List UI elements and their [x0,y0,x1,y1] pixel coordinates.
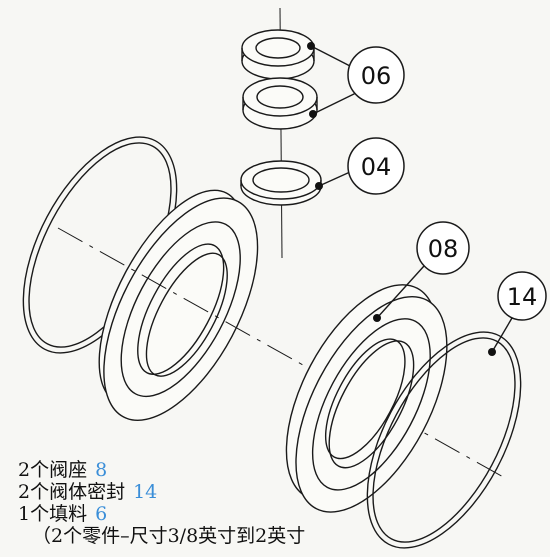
leader-08 [376,265,425,319]
leader-dot [315,182,323,190]
legend-text: 1个填料 [18,503,88,525]
callout-08-label: 08 [428,235,459,263]
leader-06-lower [312,92,357,115]
leader-06-upper [310,45,351,67]
legend-number: 14 [133,481,158,503]
parts-legend: 2个阀座 8 2个阀体密封 14 1个填料 6 （2个零件–尺寸3/8英寸到2英寸 [18,459,305,547]
leader-dot [309,110,317,118]
flow-axis [57,227,506,479]
legend-text: 2个阀座 [18,459,88,481]
right-body-seal [366,331,522,549]
leader-dot [373,314,381,322]
legend-row-seat: 2个阀座 8 [18,459,305,481]
legend-row-packing: 1个填料 6 [18,503,305,525]
legend-text: 2个阀体密封 [18,481,126,503]
packing-ring-lower [242,77,318,130]
callout-14-label: 14 [507,283,538,311]
right-valve-seat [285,284,448,513]
legend-number: 6 [95,503,108,525]
leader-dot [307,42,315,50]
legend-number: 8 [95,459,108,481]
left-valve-seat [98,189,259,421]
callout-08: 08 [416,221,470,275]
leader-dot [488,348,496,356]
callout-06-label: 06 [361,62,392,90]
legend-note: （2个零件–尺寸3/8英寸到2英寸 [32,525,306,547]
callout-14: 14 [497,271,547,321]
leader-14 [491,317,513,353]
leader-04 [318,171,351,187]
legend-row-body-seal: 2个阀体密封 14 [18,481,305,503]
callout-04: 04 [347,137,405,195]
callout-06: 06 [347,46,405,104]
callout-04-label: 04 [361,153,392,181]
washer [240,160,322,206]
packing-ring-upper [241,29,315,80]
